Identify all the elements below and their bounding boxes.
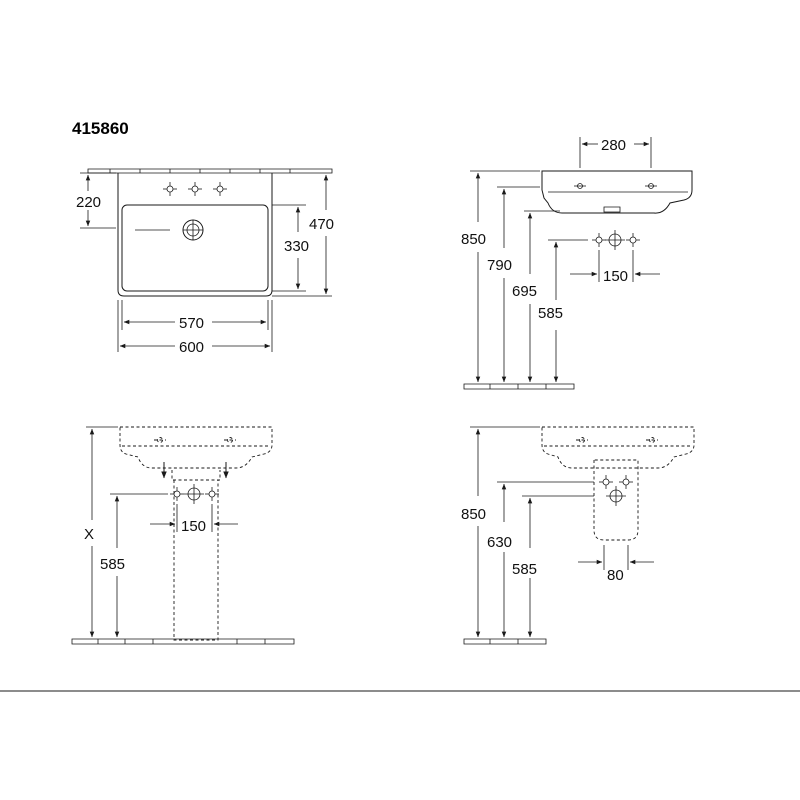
wall-strip	[87, 168, 333, 174]
dim-570: 570	[179, 315, 204, 332]
dim-630: 630	[487, 534, 512, 551]
dim-790: 790	[487, 257, 512, 274]
supply-right	[625, 232, 641, 248]
dim-150-right: 150	[603, 268, 628, 285]
pedestal-supply-right	[204, 486, 220, 502]
pedestal-supply-left	[169, 486, 185, 502]
pedestal-view: X 585 150	[71, 426, 295, 645]
dim-220: 220	[76, 194, 101, 211]
tap-hole-left	[162, 181, 178, 197]
semi-pedestal-basin-outline	[541, 426, 695, 469]
front-view: 280 850 790 695 585	[461, 137, 693, 390]
pedestal-floor	[71, 638, 295, 645]
semi-pedestal-view: 850 630 585 80	[461, 426, 695, 645]
tap-hole-right	[212, 181, 228, 197]
pedestal-column	[173, 480, 219, 641]
dim-585: 585	[538, 305, 563, 322]
semi-supply-left	[598, 474, 614, 490]
dim-585-pedestal: 585	[100, 556, 125, 573]
model-number: 415860	[72, 119, 129, 138]
supply-left	[591, 232, 607, 248]
dim-150-pedestal: 150	[181, 518, 206, 535]
dim-695: 695	[512, 283, 537, 300]
dim-470: 470	[309, 216, 334, 233]
tap-hole-center	[187, 181, 203, 197]
dim-80: 80	[607, 567, 624, 584]
dim-280: 280	[601, 137, 626, 154]
bowl-outline	[121, 204, 269, 292]
semi-pedestal-body	[593, 459, 639, 541]
pedestal-basin-outline	[119, 426, 273, 469]
dim-850-semi: 850	[461, 506, 486, 523]
semi-floor	[463, 638, 547, 645]
floor-line	[463, 383, 575, 390]
basin-outline	[117, 173, 273, 297]
semi-supply-right	[618, 474, 634, 490]
dim-585-semi: 585	[512, 561, 537, 578]
front-basin-outline	[541, 170, 693, 214]
top-view: 220 330 470 570 600	[76, 168, 334, 356]
dim-850: 850	[461, 231, 486, 248]
dim-600: 600	[179, 339, 204, 356]
dim-330: 330	[284, 238, 309, 255]
dim-x: X	[84, 526, 94, 543]
